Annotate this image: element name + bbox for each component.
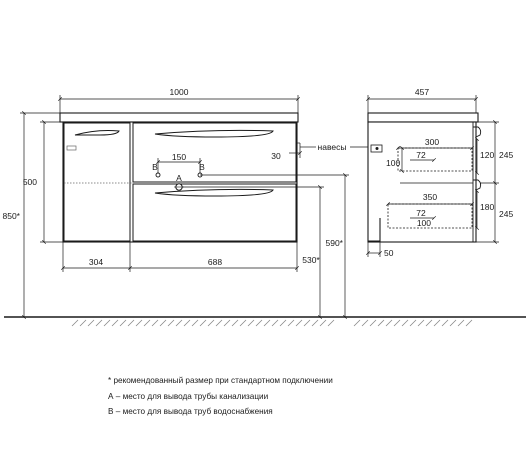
label-pipe-a: A [176,173,182,183]
side-countertop [368,113,478,122]
dim-bottom-drawer-72: 72 [416,208,426,218]
dim-bottom-drawer-100: 100 [417,218,431,228]
dim-bottom-drawer-350: 350 [423,192,437,202]
dim-bottom-pitch-245: 245 [499,209,513,219]
countertop [60,113,298,122]
dim-top-drawer-100: 100 [386,158,400,168]
dim-top-drawer-300: 300 [425,137,439,147]
dim-offset-30: 30 [271,151,281,161]
label-pipe-b-left: B [152,162,158,172]
dim-height-500: 500 [23,177,37,187]
dim-bottom-drawer-180: 180 [480,202,494,212]
dim-top-pitch-245: 245 [499,150,513,160]
note-recommended: * рекомендованный размер при стандартном… [108,373,333,389]
dim-pipe-spacing-150: 150 [172,152,186,162]
door-marker [67,146,76,150]
dim-top-drawer-120: 120 [480,150,494,160]
dim-left-304: 304 [89,257,103,267]
pipe-b-left [156,173,160,177]
label-hinges: навесы [318,142,347,152]
dim-top-drawer-72: 72 [416,150,426,160]
note-a-drain: А – место для вывода трубы канализации [108,389,333,405]
dim-right-688: 688 [208,257,222,267]
dim-height-590: 590* [326,238,344,248]
dim-depth-457: 457 [415,87,429,97]
notes: * рекомендованный размер при стандартном… [108,373,333,420]
dim-width-1000: 1000 [170,87,189,97]
dim-wall-offset-50: 50 [384,248,394,258]
left-door [64,123,130,241]
label-pipe-b-right: B [199,162,205,172]
dim-height-530: 530* [302,255,320,265]
floor-hatching [72,320,472,326]
dim-height-850: 850* [3,211,21,221]
note-b-water: В – место для вывода труб водоснабжения [108,404,333,420]
